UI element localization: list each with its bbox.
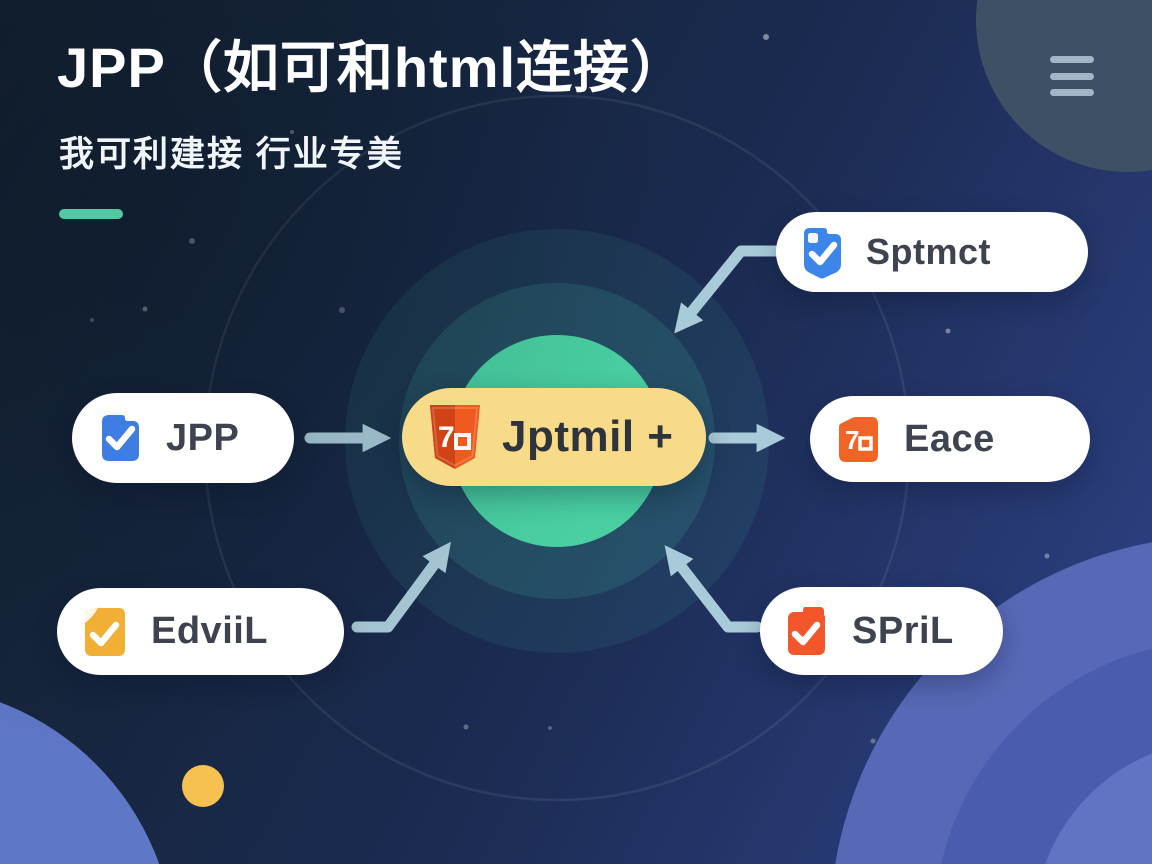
red-clipboard-check-icon xyxy=(782,603,832,659)
page-title: JPP（如可和html连接） xyxy=(57,36,688,99)
svg-text:7: 7 xyxy=(438,421,455,454)
node-jpp[interactable]: JPP xyxy=(72,393,294,483)
amber-note-check-icon xyxy=(79,604,131,660)
header: JPP（如可和html连接） 我可利建接 行业专美 xyxy=(57,36,688,220)
top-right-slate-circle xyxy=(976,0,1152,172)
node-sptmct[interactable]: Sptmct xyxy=(776,212,1088,292)
orange-percent-doc-icon: 7 xyxy=(832,411,884,467)
page-subtitle: 我可利建接 行业专美 xyxy=(59,135,404,175)
node-label: Sptmct xyxy=(866,231,992,272)
node-spril[interactable]: SPriL xyxy=(760,587,1003,675)
svg-text:7: 7 xyxy=(845,425,859,455)
node-label: JPP xyxy=(166,416,240,459)
hamburger-menu-icon[interactable] xyxy=(1044,54,1100,98)
hub-node-label: Jptmil + xyxy=(502,412,674,461)
arrow-edviil-to-hub xyxy=(351,541,451,633)
star-dots xyxy=(90,34,1050,744)
blue-book-check-icon xyxy=(94,410,146,466)
bottom-left-periwinkle-circle xyxy=(0,702,160,864)
title-accent-bar xyxy=(59,209,123,220)
node-edviil[interactable]: EdviiL xyxy=(57,588,344,675)
hub-node-jptmil[interactable]: 7 Jptmil + xyxy=(402,388,706,486)
html-shield-percent-icon: 7 xyxy=(426,402,484,472)
node-label: EdviiL xyxy=(151,610,269,652)
connector-arrows xyxy=(304,245,786,633)
arrow-sptmct-to-hub xyxy=(674,245,783,334)
node-label: Eace xyxy=(904,417,995,460)
arrow-spril-to-hub xyxy=(664,545,763,633)
node-label: SPriL xyxy=(852,609,954,652)
yellow-dot xyxy=(182,765,224,807)
bottom-right-ripple-circles xyxy=(835,542,1152,864)
node-eace[interactable]: 7 Eace xyxy=(810,396,1090,482)
blue-shield-check-icon xyxy=(798,224,846,280)
